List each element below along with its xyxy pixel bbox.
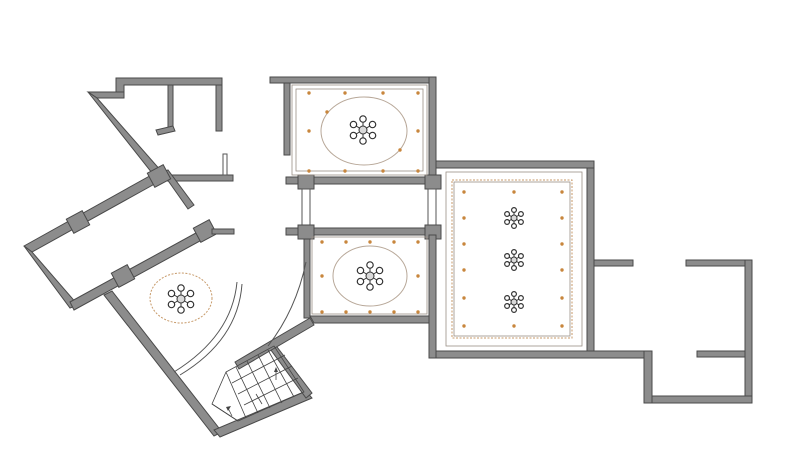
wall-middle-room-bottom: [309, 315, 437, 324]
downlight-icon: [560, 216, 564, 220]
downlight-icon: [343, 91, 347, 95]
wall-top-room-left: [283, 82, 291, 156]
downlight-icon: [512, 190, 516, 194]
wall-left-wing-top: [23, 172, 161, 253]
jamb-between-right: [427, 188, 437, 227]
stair-arrow-icon: [226, 367, 278, 417]
middle-room-downlights: [320, 240, 420, 314]
downlight-icon: [560, 296, 564, 300]
large-room-downlights: [462, 190, 564, 328]
downlight-icon: [344, 240, 348, 244]
wall-far-right-stub-left: [593, 259, 634, 267]
downlight-icon: [512, 324, 516, 328]
downlight-icon: [381, 91, 385, 95]
downlight-icon: [462, 216, 466, 220]
hall-curved-partition-inner: [179, 283, 243, 376]
chandelier-icon: [504, 207, 524, 230]
wall-upper-left-partition: [167, 84, 174, 129]
hall-ceiling: [149, 272, 213, 324]
downlight-icon: [560, 242, 564, 246]
downlight-icon: [381, 169, 385, 173]
wall-left-wing-end: [23, 245, 79, 309]
downlight-icon: [398, 148, 402, 152]
column-left-2: [146, 164, 172, 188]
downlight-icon: [462, 324, 466, 328]
chandelier-icon: [504, 291, 524, 314]
walls: [23, 76, 753, 438]
downlight-icon: [344, 310, 348, 314]
chandelier-icon: [349, 115, 377, 145]
middle-room-ceiling: [311, 236, 428, 315]
wall-far-right-inner: [696, 350, 746, 358]
downlight-icon: [368, 310, 372, 314]
downlight-icon: [462, 268, 466, 272]
hall-ceiling-ring: [149, 272, 213, 324]
wall-top-room-right: [428, 76, 437, 178]
top-room-ceiling-ring: [320, 96, 408, 166]
downlight-icon: [368, 240, 372, 244]
wall-large-room-bottom: [435, 350, 653, 359]
chandelier-icon: [504, 249, 524, 272]
downlight-icon: [392, 240, 396, 244]
downlight-icon: [307, 91, 311, 95]
wall-upper-left-right: [215, 84, 223, 132]
middle-room-ceiling-ring: [332, 245, 408, 307]
downlight-icon: [325, 110, 329, 114]
wall-large-room-right: [586, 167, 595, 353]
downlight-icon: [307, 169, 311, 173]
chandelier-icon: [356, 261, 384, 291]
downlight-icon: [560, 268, 564, 272]
column-top-room-left: [297, 174, 315, 190]
wall-middle-room-left: [303, 238, 311, 319]
downlight-icon: [320, 274, 324, 278]
downlight-icon: [462, 242, 466, 246]
wall-large-room-top: [435, 160, 595, 169]
jamb-between-left: [301, 188, 311, 227]
doors: [173, 261, 307, 376]
downlight-icon: [416, 129, 420, 133]
downlight-icon: [560, 324, 564, 328]
column-left-4: [192, 219, 218, 243]
wall-far-right-east: [744, 259, 753, 404]
downlight-icon: [462, 190, 466, 194]
wall-far-right-west: [643, 350, 653, 404]
wall-upper-left-diagonal: [87, 91, 163, 179]
column-left-3: [110, 264, 136, 288]
door-swing-middle: [267, 261, 307, 347]
wall-upper-left-partition-stub: [155, 125, 176, 136]
downlight-icon: [416, 169, 420, 173]
downlight-icon: [416, 240, 420, 244]
downlight-icon: [320, 310, 324, 314]
door-jamb-upper-left: [222, 153, 228, 176]
large-room-cornice: [451, 179, 573, 339]
column-top-room-right: [424, 174, 442, 190]
wall-far-right-bottom: [643, 395, 753, 404]
downlight-icon: [560, 190, 564, 194]
downlight-icon: [343, 169, 347, 173]
wall-top-room-top: [269, 76, 437, 84]
large-room-ceiling: [445, 171, 583, 347]
wall-stair-bottom: [213, 390, 313, 438]
downlight-icon: [416, 310, 420, 314]
chandelier-icon: [167, 284, 195, 314]
top-room-downlights: [307, 91, 420, 173]
downlight-icon: [416, 274, 420, 278]
column-left-1: [65, 210, 91, 234]
wall-left-wing-bottom: [69, 227, 210, 311]
downlight-icon: [307, 129, 311, 133]
downlight-icon: [416, 91, 420, 95]
wall-left-wing-stub: [211, 228, 235, 235]
downlight-icon: [462, 296, 466, 300]
wall-far-right-stub-right: [685, 259, 753, 267]
staircase: [211, 345, 305, 422]
top-room-ceiling: [291, 84, 428, 176]
downlight-icon: [320, 240, 324, 244]
wall-hall-lower-diagonal: [103, 290, 223, 437]
hall-curved-partition-outer: [173, 281, 238, 373]
downlight-icon: [392, 310, 396, 314]
wall-middle-room-right: [428, 234, 437, 359]
